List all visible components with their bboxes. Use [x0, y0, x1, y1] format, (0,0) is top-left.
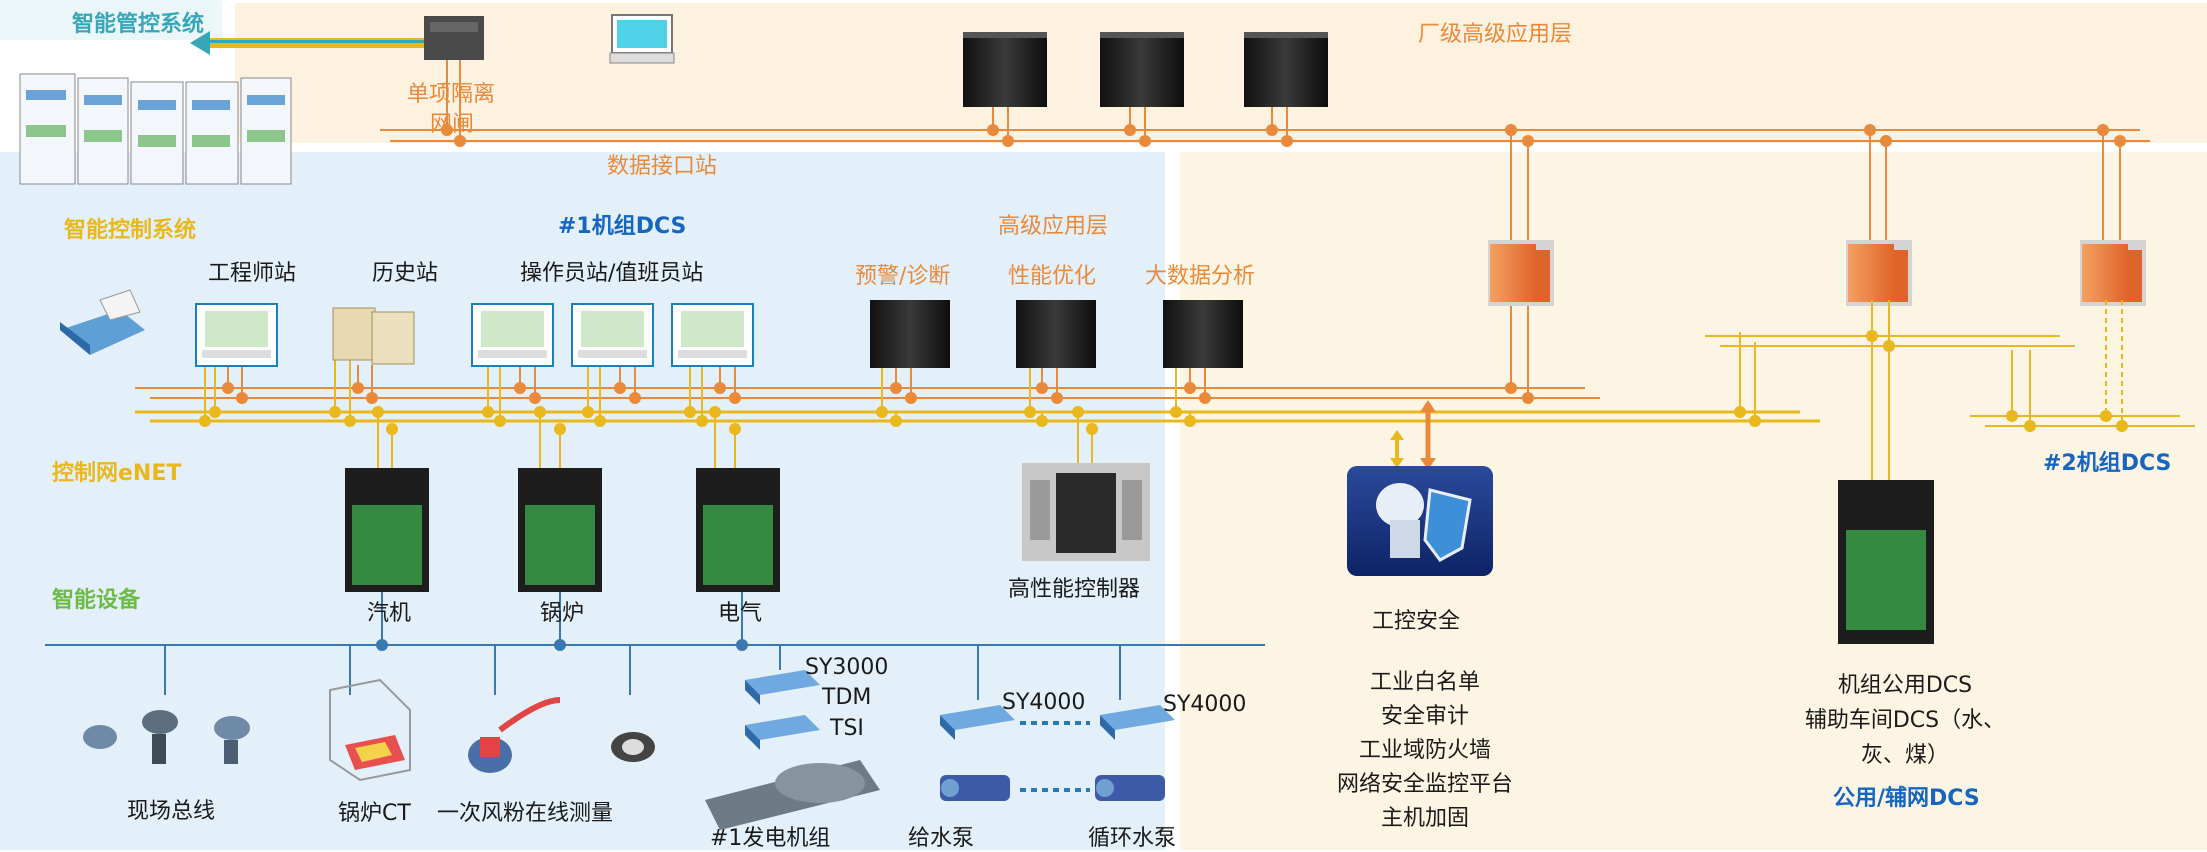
- sy4000-a-label: SY4000: [1002, 690, 1086, 715]
- performance-server: [1016, 300, 1096, 368]
- ics-security-label: 工控安全: [1372, 609, 1461, 634]
- public-dcs-title: 公用/辅网DCS: [1833, 786, 1980, 811]
- security-item: 主机加固: [1380, 806, 1469, 831]
- firewall-1: [1488, 240, 1554, 306]
- boiler-label: 锅炉: [540, 601, 585, 626]
- operator-ws-2: [571, 303, 654, 367]
- security-item: 工业域防火墙: [1358, 738, 1491, 763]
- boiler-ct-icon: [329, 678, 411, 782]
- gateway-label-line1: 单项隔离: [407, 82, 496, 107]
- history-server: [332, 307, 415, 365]
- unit1-dcs-title: #1机组DCS: [558, 214, 687, 239]
- feed-pump-label: 给水泵: [908, 826, 975, 851]
- security-item: 安全审计: [1380, 704, 1469, 729]
- operator-label: 操作员站/值班员站: [520, 261, 704, 286]
- dcs-cabinet-boiler: [518, 468, 602, 592]
- security-item: 网络安全监控平台: [1336, 772, 1513, 797]
- dcs-cabinet-public: [1838, 480, 1934, 644]
- gateway-device: [424, 16, 484, 60]
- unit2-dcs-title: #2机组DCS: [2043, 451, 2172, 476]
- field-instruments-icon: [83, 710, 250, 764]
- sy4000-b-label: SY4000: [1163, 692, 1247, 717]
- security-item: 工业白名单: [1369, 670, 1480, 695]
- dcs-cabinet-electric: [696, 468, 780, 592]
- operator-ws-1: [471, 303, 554, 367]
- public-dcs-line: 灰、煤）: [1860, 743, 1949, 768]
- air-measure-label: 一次风粉在线测量: [437, 801, 614, 826]
- performance-label: 性能优化: [1008, 264, 1097, 289]
- plant-layer-panel: [235, 3, 2207, 143]
- bigdata-label: 大数据分析: [1145, 264, 1256, 289]
- data-station-label: 数据接口站: [607, 154, 718, 179]
- feed-pump-icon: [940, 775, 1010, 801]
- mgmt-dashboard: [19, 73, 292, 185]
- switch-sy3000-b: [745, 715, 820, 750]
- history-label: 历史站: [372, 261, 439, 286]
- plant-server-3: [1244, 32, 1328, 107]
- turbine-label: 汽机: [367, 601, 412, 626]
- firewall-2: [1846, 240, 1912, 306]
- adv-layer-title: 高级应用层: [998, 214, 1109, 239]
- air-measure-icon: [468, 697, 655, 773]
- plant-server-2: [1100, 32, 1184, 107]
- generator-icon: [705, 760, 880, 830]
- public-dcs-line: 辅助车间DCS（水、: [1804, 708, 2006, 733]
- switch-sy4000-b: [1100, 705, 1175, 740]
- plant-layer-title: 厂级高级应用层: [1418, 22, 1573, 47]
- enet-title: 控制网eNET: [52, 461, 182, 486]
- boiler-ct-label: 锅炉CT: [338, 801, 411, 826]
- circ-pump-icon: [1095, 775, 1165, 801]
- printer-icon: [60, 289, 145, 355]
- mgmt-system-title: 智能管控系统: [72, 12, 205, 37]
- security-robot-icon: [1347, 466, 1493, 576]
- switch-sy3000-a: [745, 670, 820, 705]
- plant-server-1: [963, 32, 1047, 107]
- sy3000-label: SY3000: [805, 655, 889, 680]
- hp-controller-device: [1022, 463, 1150, 561]
- public-dcs-line: 机组公用DCS: [1837, 673, 1973, 698]
- hp-controller-label: 高性能控制器: [1008, 577, 1141, 602]
- gateway-label-line2: 网闸: [430, 112, 475, 137]
- engineer-workstation: [195, 303, 278, 367]
- operator-ws-3: [671, 303, 754, 367]
- security-list: 工业白名单 安全审计 工业域防火墙 网络安全监控平台 主机加固: [1290, 666, 1560, 836]
- firewall-3: [2080, 240, 2146, 306]
- security-arrows: [1390, 400, 1436, 470]
- dcs-cabinet-turbine: [345, 468, 429, 592]
- public-dcs-desc: 机组公用DCS 辅助车间DCS（水、 灰、煤）: [1760, 668, 2050, 773]
- smart-devices-title: 智能设备: [52, 588, 141, 613]
- circ-pump-label: 循环水泵: [1088, 826, 1177, 851]
- data-station-pc: [609, 14, 675, 64]
- warning-label: 预警/诊断: [855, 264, 951, 289]
- electric-label: 电气: [718, 601, 763, 626]
- mgmt-panel: [0, 0, 222, 40]
- control-system-title: 智能控制系统: [64, 218, 197, 243]
- switch-sy4000-a: [940, 705, 1015, 740]
- warning-server: [870, 300, 950, 368]
- tdm-label: TDM: [822, 685, 872, 710]
- generator-label: #1发电机组: [710, 826, 831, 851]
- bigdata-server: [1163, 300, 1243, 368]
- gateway-arrow: [190, 31, 445, 55]
- engineer-label: 工程师站: [208, 261, 297, 286]
- field-bus-label: 现场总线: [127, 799, 216, 824]
- tsi-label: TSI: [830, 716, 864, 741]
